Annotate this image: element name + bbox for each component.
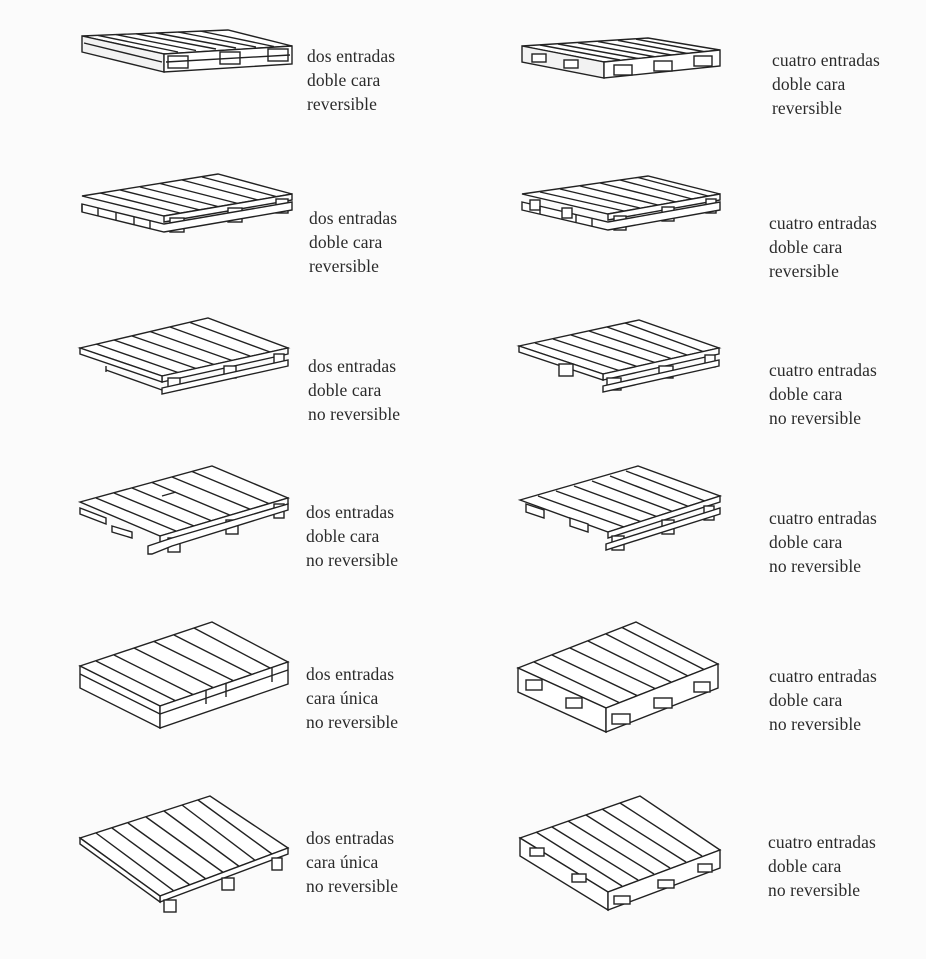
entries-text: dos entradas (306, 500, 398, 524)
pallet-drawing-wing-notched (516, 462, 726, 556)
reversibility-text: no reversible (308, 402, 400, 426)
entries-text: cuatro entradas (769, 358, 877, 382)
face-text: doble cara (306, 524, 398, 548)
reversibility-text: no reversible (306, 548, 398, 572)
reversibility-text: no reversible (768, 878, 876, 902)
face-text: doble cara (772, 72, 880, 96)
pallet-drawing-single-face (76, 618, 294, 734)
reversibility-text: no reversible (769, 712, 877, 736)
face-text: doble cara (769, 382, 877, 406)
pallet-label: cuatro entradas doble cara no reversible (769, 506, 877, 578)
pallet-drawing-double-bottom (76, 314, 294, 396)
reversibility-text: no reversible (306, 710, 398, 734)
reversibility-text: no reversible (306, 874, 398, 898)
entries-text: cuatro entradas (769, 664, 877, 688)
entries-text: dos entradas (309, 206, 397, 230)
reversibility-text: reversible (309, 254, 397, 278)
pallet-label: cuatro entradas doble cara no reversible (769, 664, 877, 736)
pallet-label: cuatro entradas doble cara no reversible (769, 358, 877, 430)
pallet-label: dos entradas cara única no reversible (306, 662, 398, 734)
face-text: doble cara (307, 68, 395, 92)
pallet-label: dos entradas cara única no reversible (306, 826, 398, 898)
pallet-drawing-double-spaced-notched (516, 172, 726, 236)
entries-text: dos entradas (306, 662, 398, 686)
pallet-drawing-wing (76, 462, 294, 562)
entries-text: cuatro entradas (768, 830, 876, 854)
pallet-label: dos entradas doble cara no reversible (308, 354, 400, 426)
pallet-label: dos entradas doble cara reversible (307, 44, 395, 116)
pallet-label: cuatro entradas doble cara reversible (772, 48, 880, 120)
pallet-drawing-single-face-open (76, 792, 294, 916)
entries-text: cuatro entradas (772, 48, 880, 72)
pallet-label: cuatro entradas doble cara reversible (769, 211, 877, 283)
reversibility-text: reversible (769, 259, 877, 283)
pallet-drawing-double-spaced (78, 170, 296, 236)
pallet-label: dos entradas doble cara no reversible (306, 500, 398, 572)
pallet-drawing-double-bottom-notched (515, 316, 725, 396)
pallet-drawing-perimeter-open (516, 792, 726, 916)
entries-text: cuatro entradas (769, 211, 877, 235)
face-text: doble cara (308, 378, 400, 402)
pallet-drawing-flat-double (78, 26, 296, 82)
face-text: cara única (306, 686, 398, 710)
reversibility-text: no reversible (769, 554, 877, 578)
face-text: doble cara (769, 688, 877, 712)
entries-text: dos entradas (306, 826, 398, 850)
face-text: cara única (306, 850, 398, 874)
face-text: doble cara (769, 530, 877, 554)
face-text: doble cara (309, 230, 397, 254)
entries-text: cuatro entradas (769, 506, 877, 530)
entries-text: dos entradas (307, 44, 395, 68)
pallet-drawing-perimeter-base (514, 618, 724, 738)
pallet-label: cuatro entradas doble cara no reversible (768, 830, 876, 902)
reversibility-text: reversible (772, 96, 880, 120)
pallet-label: dos entradas doble cara reversible (309, 206, 397, 278)
reversibility-text: reversible (307, 92, 395, 116)
entries-text: dos entradas (308, 354, 400, 378)
reversibility-text: no reversible (769, 406, 877, 430)
face-text: doble cara (769, 235, 877, 259)
pallet-drawing-flat-double-notched (518, 34, 724, 86)
face-text: doble cara (768, 854, 876, 878)
